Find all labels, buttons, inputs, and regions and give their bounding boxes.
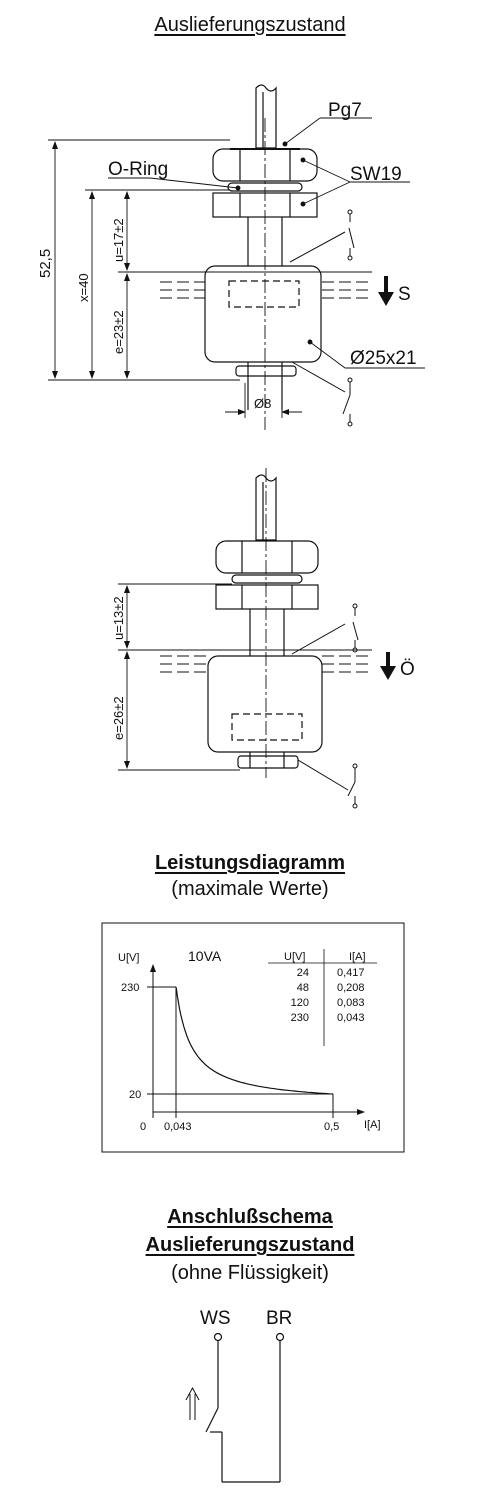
page-title: Auslieferungszustand <box>154 14 346 36</box>
float-up-arrow-icon <box>185 1386 200 1420</box>
performance-chart: 10VA U[V] I[A] 0 0,043 0,5 230 20 U[V] I… <box>101 922 405 1153</box>
x-tick-2: 0,5 <box>324 1121 339 1133</box>
direction-label-o: Ö <box>400 659 415 680</box>
y-tick-20: 20 <box>129 1089 141 1101</box>
liquid-level <box>160 655 372 673</box>
dim-total-label: 52,5 <box>37 249 54 278</box>
switch-symbol-closed <box>291 361 353 427</box>
hex-nut-upper <box>215 540 319 574</box>
connection-title: Anschlußschema <box>167 1206 333 1228</box>
float-size-label: Ø25x21 <box>350 348 417 369</box>
drawing-2-labels: u=13±2 e=26±2 Ö <box>111 596 415 740</box>
dim-e-label: e=26±2 <box>111 696 126 740</box>
o-ring <box>231 574 303 584</box>
chart-axes <box>147 964 365 1118</box>
terminal-br <box>275 1332 285 1342</box>
performance-title: Leistungsdiagramm <box>154 852 346 874</box>
table-u-2: 120 <box>291 997 309 1009</box>
switch-symbol-open <box>289 209 355 263</box>
table-header-i: I[A] <box>349 951 366 963</box>
float-body <box>204 265 322 363</box>
float-switch-drawing-1 <box>48 84 425 430</box>
dim-e-label: e=23±2 <box>111 310 126 354</box>
shaft-size-label: Ø8 <box>254 396 271 411</box>
switch-contact <box>205 1407 219 1433</box>
liquid-level <box>160 281 372 299</box>
chart-frame <box>101 922 405 1153</box>
table-i-2: 0,083 <box>337 997 365 1009</box>
magnet-dashed <box>228 280 300 308</box>
table-u-1: 48 <box>297 982 309 994</box>
chart-series-line <box>175 986 334 1095</box>
switch-symbol-open <box>291 603 359 655</box>
x-tick-1: 0,043 <box>164 1121 192 1133</box>
direction-arrow-down-icon <box>380 652 396 680</box>
direction-label-s: S <box>398 284 411 305</box>
sw19-label: SW19 <box>350 164 402 185</box>
dim-u-label: u=17±2 <box>111 218 126 262</box>
y-tick-230: 230 <box>121 982 139 994</box>
dim-u-label: u=13±2 <box>111 596 126 640</box>
connection-labels: WS BR <box>200 1308 292 1329</box>
connection-schema <box>185 1332 285 1483</box>
float-switch-drawing-2 <box>118 468 396 809</box>
leaders <box>108 117 425 369</box>
direction-arrow-down-icon <box>378 276 394 306</box>
float-body <box>207 655 323 753</box>
table-i-3: 0,043 <box>337 1012 365 1024</box>
connection-subtitle: (ohne Flüssigkeit) <box>171 1262 329 1284</box>
terminal-br-label: BR <box>266 1308 292 1329</box>
connection-state-title: Auslieferungszustand <box>145 1234 355 1256</box>
x-tick-0: 0 <box>140 1121 146 1133</box>
terminal-ws-label: WS <box>200 1308 231 1329</box>
chart-title: 10VA <box>188 948 222 964</box>
table-u-0: 24 <box>297 967 309 979</box>
performance-subtitle: (maximale Werte) <box>171 878 329 900</box>
table-u-3: 230 <box>291 1012 309 1024</box>
drawing-1-labels: Pg7 O-Ring SW19 52,5 x=40 u=17±2 e=23±2 … <box>37 100 417 411</box>
hex-nut-lower <box>215 584 319 610</box>
table-i-0: 0,417 <box>337 967 365 979</box>
dimension-lines <box>48 139 372 418</box>
dimension-lines <box>118 583 372 771</box>
cable <box>255 474 277 541</box>
table-i-1: 0,208 <box>337 982 365 994</box>
switch-symbol-closed <box>297 759 358 809</box>
values-table: U[V] I[A] 24 0,417 48 0,208 120 0,083 23… <box>268 949 377 1046</box>
cable <box>255 84 277 149</box>
x-axis-label: I[A] <box>364 1119 381 1131</box>
end-stop <box>237 755 299 769</box>
magnet-dashed <box>231 713 303 741</box>
y-axis-label: U[V] <box>118 952 139 964</box>
o-ring-label: O-Ring <box>108 159 168 180</box>
table-header-u: U[V] <box>284 951 305 963</box>
pg7-label: Pg7 <box>328 100 362 121</box>
terminal-ws <box>213 1332 223 1342</box>
dim-x-label: x=40 <box>76 273 91 302</box>
